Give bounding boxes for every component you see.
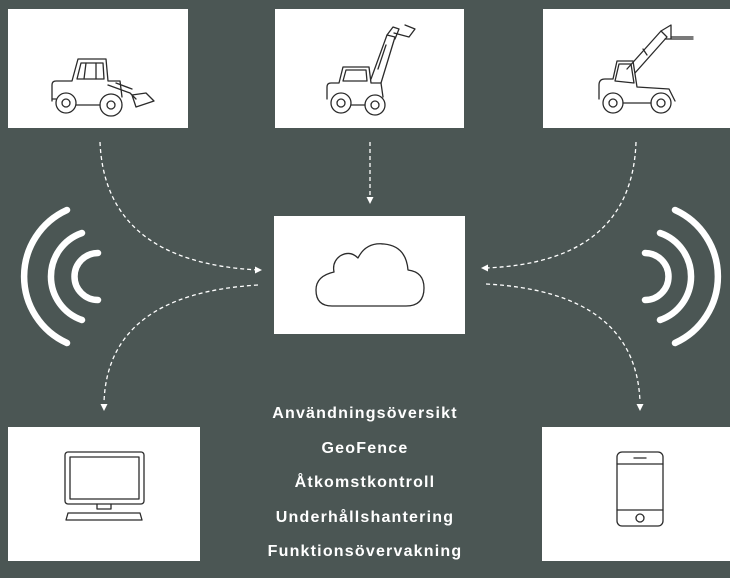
feature-maintenance-management: Underhållshantering [275, 508, 455, 526]
arrowhead-telescopic [366, 197, 374, 204]
cloud-icon [315, 243, 425, 307]
arrowhead-desktop [100, 404, 108, 411]
client-card-desktop [8, 427, 200, 561]
wheel-loader-icon [51, 58, 155, 117]
wireless-signal-right-icon [641, 206, 722, 347]
telehandler-icon [598, 24, 694, 114]
connector-telehandler-to-cloud [485, 141, 637, 269]
machine-card-telehandler [543, 9, 730, 128]
arrowhead-phone [636, 404, 644, 411]
desktop-computer-icon [64, 451, 145, 521]
connector-overlay [20, 141, 722, 411]
machine-card-telescopic-wheel-loader [275, 9, 464, 128]
smartphone-icon [616, 451, 664, 527]
machine-card-wheel-loader [8, 9, 188, 128]
feature-access-control: Åtkomstkontroll [294, 474, 436, 491]
connector-loader-to-cloud [99, 141, 259, 271]
connector-cloud-to-desktop [103, 284, 259, 403]
feature-geofence: GeoFence [321, 439, 409, 457]
wireless-signal-left-icon [20, 206, 102, 347]
feature-function-monitoring: Funktionsövervakning [267, 543, 463, 560]
arrowhead-loader [255, 266, 262, 274]
cloud-hub-card [274, 216, 465, 334]
telescopic-wheel-loader-icon [326, 24, 416, 116]
arrowhead-telehandler [481, 264, 488, 272]
client-card-smartphone [542, 427, 730, 561]
feature-list: Användningsöversikt GeoFence Åtkomstkont… [230, 405, 500, 578]
feature-usage-overview: Användningsöversikt [272, 405, 458, 422]
connector-cloud-to-phone [485, 283, 641, 403]
